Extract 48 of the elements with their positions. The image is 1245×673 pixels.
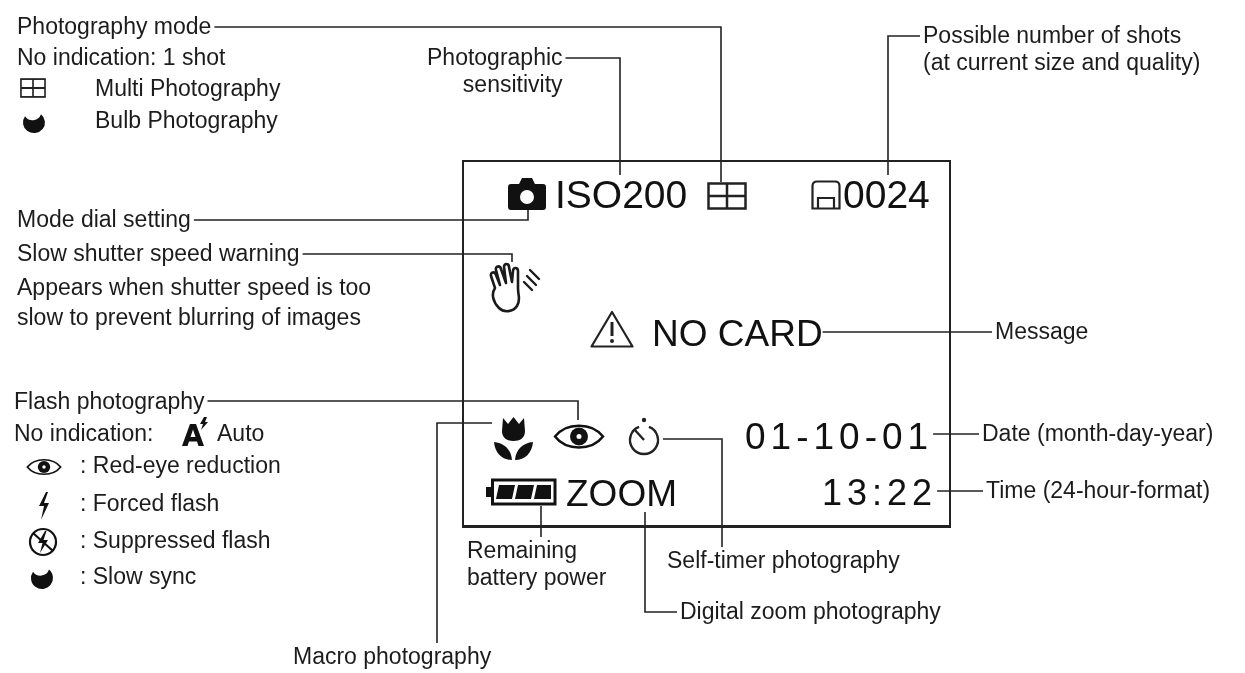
date-readout: 01-10-01 <box>745 418 934 455</box>
leader-line <box>206 400 579 421</box>
callout-label: Remaining battery power <box>464 537 610 591</box>
callout-label: Mode dial setting <box>14 206 194 233</box>
callout-label: Self-timer photography <box>664 547 903 574</box>
callout-label: Photographic sensitivity <box>424 44 566 98</box>
leader-line <box>436 422 493 644</box>
callout-label: Macro photography <box>290 643 495 670</box>
leader-line <box>540 505 542 538</box>
shot-count-readout: 0024 <box>843 175 930 214</box>
callout-label: Photography mode <box>14 13 215 40</box>
leader-line <box>932 433 980 435</box>
leader-line <box>193 209 529 221</box>
warning-message: NO CARD <box>652 315 823 352</box>
icon-key-text: Auto <box>216 420 266 447</box>
leader-line <box>821 331 993 333</box>
icon-key-text: : Forced flash <box>79 490 221 517</box>
callout-label: Message <box>992 318 1092 345</box>
note-text: No indication: 1 shot <box>16 44 227 71</box>
leader-line <box>644 511 678 613</box>
leader-line <box>213 26 722 183</box>
grid-icon <box>707 182 747 210</box>
callout-label: Digital zoom photography <box>677 598 944 625</box>
leader-line <box>936 490 984 492</box>
callout-label: Slow shutter speed warning <box>14 240 303 267</box>
icon-key-text: Multi Photography <box>94 75 282 102</box>
callout-label: Date (month-day-year) <box>979 420 1217 447</box>
icon-key-text: : Red-eye reduction <box>79 452 282 479</box>
callout-label: Possible number of shots (at current size and quality) <box>920 22 1204 76</box>
waving-hand-icon <box>487 262 541 314</box>
leader-line <box>662 438 723 548</box>
description-text: Appears when shutter speed is too slow to prevent blurring of images <box>16 273 373 332</box>
leader-line <box>301 253 513 263</box>
icon-key-text: : Slow sync <box>79 563 198 590</box>
battery-icon <box>485 478 557 506</box>
callout-label: Time (24-hour-format) <box>983 477 1214 504</box>
icon-key-text: Bulb Photography <box>94 107 279 134</box>
iso-readout: ISO200 <box>555 175 688 214</box>
icon-key-text: : Suppressed flash <box>79 527 272 554</box>
camera-icon <box>508 177 546 210</box>
lcd-screen <box>462 160 951 528</box>
zoom-indicator: ZOOM <box>566 475 677 512</box>
callout-label: Flash photography <box>11 388 208 415</box>
tulip-icon <box>492 415 535 460</box>
time-readout: 13:22 <box>822 475 938 511</box>
note-text: No indication: <box>13 420 155 447</box>
leader-line <box>564 57 621 176</box>
leader-line <box>887 35 921 176</box>
